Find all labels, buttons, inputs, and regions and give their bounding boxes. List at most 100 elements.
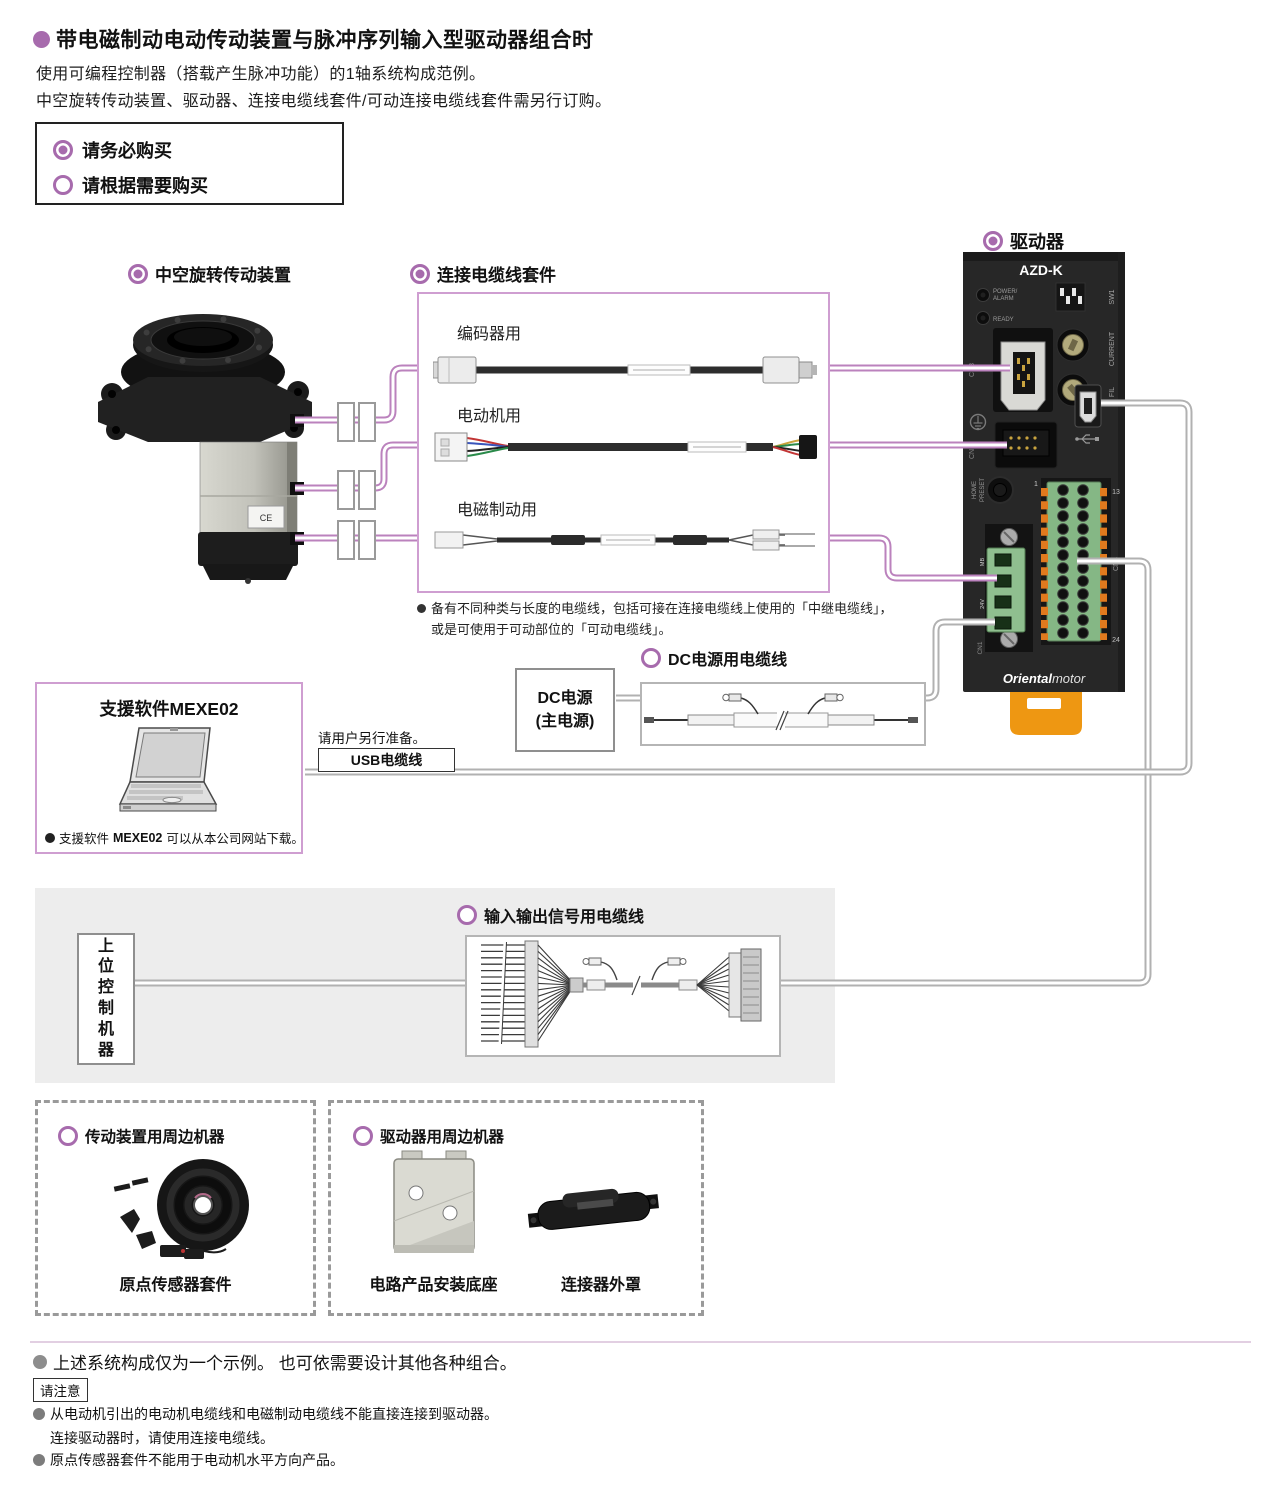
connector-cover-image — [527, 1188, 659, 1230]
driver-peripherals-title: 驱动器用周边机器 — [380, 1129, 505, 1146]
actuator-photo: CE — [98, 314, 312, 584]
legend-optional: 请根据需要购买 — [53, 172, 342, 198]
note-bullet-icon — [33, 1454, 45, 1466]
actuator-peripherals-title: 传动装置用周边机器 — [85, 1129, 225, 1146]
dc-cable-box — [640, 682, 926, 746]
driver-section-title: 驱动器 — [1010, 232, 1064, 252]
mb-label: MB — [980, 558, 986, 567]
brand-logo: Orientalmotor — [1003, 671, 1086, 686]
io-cable-section-label: 输入输出信号用电缆线 — [457, 903, 644, 927]
io-cable-box — [465, 935, 781, 1057]
pin13-label: 13 — [1112, 489, 1120, 496]
ce-mark: CE — [260, 513, 273, 523]
subtitle-1: 使用可编程控制器（搭载产生脉冲功能）的1轴系统构成范例。 — [36, 66, 486, 83]
encoder-cable-image — [433, 356, 817, 384]
dc-cable-section-label: DC电源用电缆线 — [641, 646, 787, 670]
required-bullet-icon — [983, 231, 1003, 251]
legend-optional-label: 请根据需要购买 — [82, 176, 208, 196]
note-bullet-icon — [417, 604, 426, 613]
motor-cable-image — [434, 432, 817, 462]
footer-divider — [30, 1341, 1251, 1343]
inline-connector-icon — [337, 470, 355, 510]
home-sensor-kit-image — [113, 1159, 249, 1259]
note-bullet-icon — [33, 1408, 45, 1420]
cable-kit-section-title: 连接电缆线套件 — [437, 266, 556, 285]
driver-section-label: 驱动器 — [983, 228, 1064, 254]
software-note-post: 可以从本公司网站下载。 — [166, 832, 304, 846]
dc-power-line2: (主电源) — [535, 713, 595, 731]
footer-note-text: 上述系统构成仅为一个示例。 也可依需要设计其他各种组合。 — [53, 1354, 517, 1373]
actuator-peripherals-label: 传动装置用周边机器 — [58, 1125, 225, 1147]
inline-connector-icon — [337, 520, 355, 560]
host-controller-box: 上位控制机器 — [77, 933, 135, 1065]
subtitle-2: 中空旋转传动装置、驱动器、连接电缆线套件/可动连接电缆线套件需另行订购。 — [36, 93, 612, 110]
pin1-label: 1 — [1034, 481, 1038, 488]
inline-connector-icon — [358, 470, 376, 510]
actuator-section-title: 中空旋转传动装置 — [155, 266, 291, 285]
cable-kit-section-label: 连接电缆线套件 — [410, 261, 556, 286]
optional-bullet-icon — [641, 648, 661, 668]
ce-label — [247, 505, 285, 529]
caution-line-1: 从电动机引出的电动机电缆线和电磁制动电缆线不能直接连接到驱动器。 — [33, 1404, 498, 1424]
caution-line-1b: 连接驱动器时，请使用连接电缆线。 — [50, 1430, 274, 1446]
cable-kit-note-line2: 或是可使用于可动部位的「可动电缆线」。 — [431, 621, 672, 637]
cable-kit-box: 编码器用 电动机用 — [417, 292, 830, 593]
cn4-label: CN4 — [1113, 557, 1120, 571]
optional-bullet-icon — [353, 1126, 373, 1146]
caution-1-text: 从电动机引出的电动机电缆线和电磁制动电缆线不能直接连接到驱动器。 — [50, 1406, 498, 1422]
page-title-row: 带电磁制动电动传动装置与脉冲序列输入型驱动器组合时 — [33, 24, 594, 54]
note-bullet-icon — [33, 1354, 47, 1369]
caution-line-2: 原点传感器套件不能用于电动机水平方向产品。 — [33, 1450, 344, 1470]
current-label: CURRENT — [1109, 331, 1116, 366]
required-bullet-icon — [128, 263, 148, 284]
legend-required: 请务必购买 — [53, 137, 342, 163]
dc-cable-section-title: DC电源用电缆线 — [668, 652, 788, 669]
mounting-bracket-caption: 电路产品安装底座 — [369, 1277, 498, 1294]
pin24-label: 24 — [1112, 637, 1120, 644]
actuator-section-label: 中空旋转传动装置 — [128, 261, 291, 286]
dc-power-box: DC电源 (主电源) — [515, 668, 615, 752]
fil-label: FIL — [1109, 387, 1116, 397]
driver-peripherals-label: 驱动器用周边机器 — [353, 1125, 504, 1147]
cn2-label: CN2 — [969, 445, 976, 459]
preset-label: PRESET — [980, 478, 986, 502]
page-title: 带电磁制动电动传动装置与脉冲序列输入型驱动器组合时 — [56, 29, 594, 52]
ready-led-label: READY — [993, 317, 1014, 323]
cn3-label: CN3 — [969, 363, 976, 377]
driver-peripherals-box: 驱动器用周边机器 电路产品安装底座 连接器外罩 — [328, 1100, 704, 1316]
alarm-led-label: ALARM — [993, 296, 1014, 302]
io-cable-image — [481, 940, 762, 1048]
optional-bullet-icon — [58, 1126, 78, 1146]
cn1-label: CN1 — [977, 641, 984, 654]
optional-bullet-icon — [457, 905, 477, 925]
software-note-bold: MEXE02 — [113, 830, 163, 845]
power-led-label: POWER/ — [993, 289, 1018, 295]
inline-connector-icon — [358, 520, 376, 560]
driver-model-label: AZD-K — [1019, 262, 1063, 278]
brake-cable-image — [434, 529, 815, 551]
note-bullet-icon — [45, 832, 55, 843]
required-bullet-icon — [53, 140, 73, 160]
home-sensor-kit-caption: 原点传感器套件 — [119, 1277, 232, 1294]
laptop-image — [118, 727, 218, 812]
motor-stub — [290, 482, 304, 495]
title-bullet-icon — [33, 30, 50, 48]
host-controller-label: 上位控制机器 — [97, 937, 114, 1059]
connector-cover-caption: 连接器外罩 — [560, 1277, 641, 1294]
legend-required-label: 请务必购买 — [82, 141, 172, 161]
cable-kit-note: 备有不同种类与长度的电缆线，包括可接在连接电缆线上使用的「中继电缆线」， 或是可… — [417, 599, 893, 641]
encoder-cable-label: 编码器用 — [457, 326, 522, 343]
brake-cable-label: 电磁制动用 — [457, 502, 538, 519]
footer-note: 上述系统构成仅为一个示例。 也可依需要设计其他各种组合。 — [33, 1349, 517, 1374]
home-label: HOME — [972, 481, 978, 499]
legend-box: 请务必购买 请根据需要购买 — [35, 122, 344, 205]
required-bullet-icon — [410, 263, 430, 284]
caution-2-text: 原点传感器套件不能用于电动机水平方向产品。 — [50, 1452, 344, 1468]
usb-prepare-note: 请用户另行准备。 — [318, 731, 426, 746]
dip-switch — [1055, 282, 1086, 312]
sw1-label: SW1 — [1109, 289, 1116, 304]
inline-connector-icon — [358, 402, 376, 442]
motor-cable-label: 电动机用 — [457, 408, 522, 425]
